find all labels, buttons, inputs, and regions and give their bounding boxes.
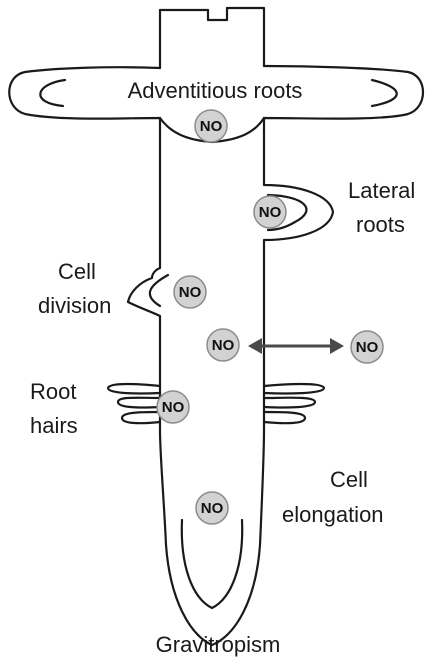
label-adventitious-roots: Adventitious roots: [128, 78, 303, 103]
label-root-hairs-line2: hairs: [30, 413, 78, 438]
root-cap-inner-curve: [182, 520, 242, 608]
root-hairs-left: [108, 384, 160, 423]
cell-division-inner-curve: [150, 275, 168, 306]
svg-text:NO: NO: [259, 204, 282, 221]
svg-text:NO: NO: [201, 500, 224, 517]
stem-top-outline: [160, 8, 264, 68]
no-badge-elongation: NO: [196, 492, 228, 524]
label-cell-division-line1: Cell: [58, 259, 96, 284]
label-root-hairs-line1: Root: [30, 379, 76, 404]
no-badge-lateral: NO: [254, 196, 286, 228]
no-badge-cell-division: NO: [174, 276, 206, 308]
svg-text:NO: NO: [356, 339, 379, 356]
label-lateral-roots-line1: Lateral: [348, 178, 415, 203]
no-badge-outside: NO: [351, 331, 383, 363]
label-cell-division-line2: division: [38, 293, 111, 318]
no-badge-root-hairs: NO: [157, 391, 189, 423]
no-badge-center: NO: [207, 329, 239, 361]
adventitious-right-inner-curve: [372, 80, 397, 106]
label-cell-elongation-line2: elongation: [282, 502, 384, 527]
svg-text:NO: NO: [212, 337, 235, 354]
label-lateral-roots-line2: roots: [356, 212, 405, 237]
root-hairs-right: [264, 384, 324, 423]
label-cell-elongation-line1: Cell: [330, 467, 368, 492]
arrow-head-left: [248, 338, 262, 354]
adventitious-left-inner-curve: [40, 80, 65, 106]
arrow-head-right: [330, 338, 344, 354]
svg-text:NO: NO: [200, 118, 223, 135]
svg-text:NO: NO: [179, 284, 202, 301]
label-gravitropism: Gravitropism: [156, 632, 281, 657]
svg-text:NO: NO: [162, 399, 185, 416]
no-badge-adventitious: NO: [195, 110, 227, 142]
root-left-outline: [128, 118, 212, 645]
